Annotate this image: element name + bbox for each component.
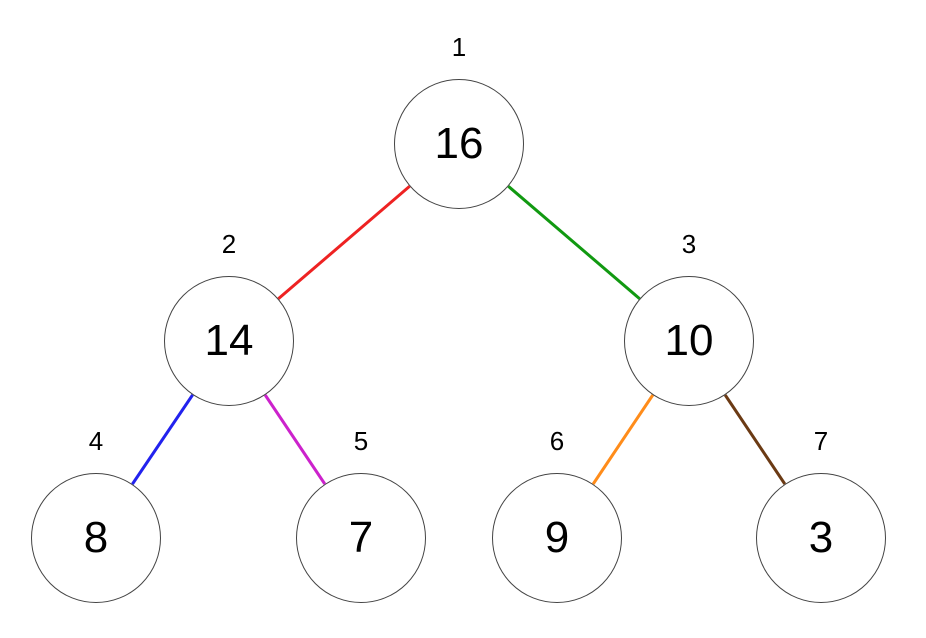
node-value: 10: [664, 316, 714, 365]
tree-node-1: 16: [394, 79, 524, 209]
node-value: 7: [348, 513, 374, 562]
tree-node-5: 7: [296, 473, 426, 603]
node-value: 16: [434, 119, 484, 168]
index-label-4: 4: [88, 426, 104, 456]
index-label-1: 1: [451, 32, 467, 62]
tree-node-7: 3: [756, 473, 886, 603]
node-value: 9: [544, 513, 570, 562]
index-label-6: 6: [549, 426, 565, 456]
node-value: 3: [808, 513, 834, 562]
tree-node-4: 8: [31, 473, 161, 603]
edge-3-7: [723, 394, 787, 485]
node-value: 8: [83, 513, 109, 562]
tree-node-2: 14: [164, 276, 294, 406]
tree-node-6: 9: [492, 473, 622, 603]
node-value: 14: [204, 316, 254, 365]
edge-1-3: [507, 185, 641, 300]
edge-3-6: [591, 394, 655, 485]
tree-node-3: 10: [624, 276, 754, 406]
edge-1-2: [277, 185, 411, 300]
index-label-7: 7: [813, 426, 829, 456]
edge-2-4: [131, 394, 194, 485]
index-label-5: 5: [353, 426, 369, 456]
index-label-3: 3: [681, 229, 697, 259]
edge-2-5: [263, 394, 327, 485]
index-label-2: 2: [221, 229, 237, 259]
